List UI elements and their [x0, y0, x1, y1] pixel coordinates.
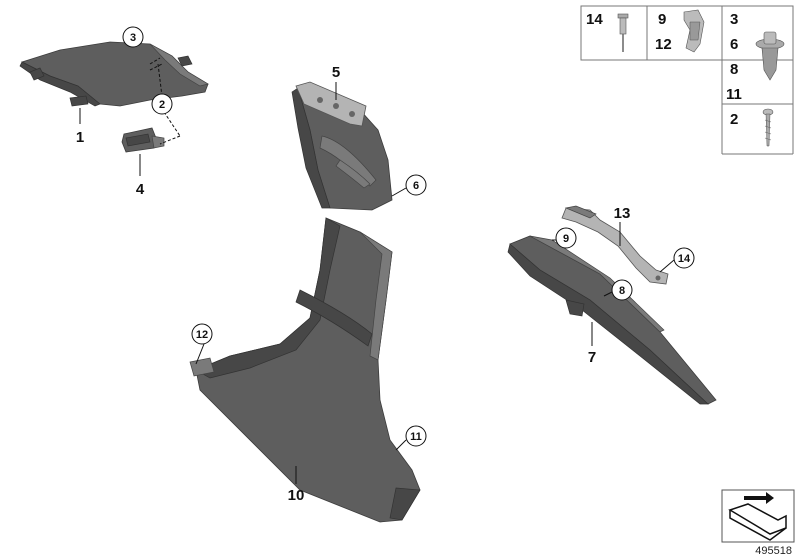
callout-8: 8: [611, 279, 633, 301]
view-direction-icon: [721, 489, 795, 543]
svg-text:11: 11: [410, 431, 422, 443]
svg-text:9: 9: [658, 11, 666, 28]
callout-6: 6: [405, 174, 427, 196]
table-cell-rivet: 14: [586, 11, 629, 52]
svg-text:14: 14: [678, 253, 691, 265]
part-10-pillar-lower-trim: [189, 217, 421, 523]
svg-text:3: 3: [130, 32, 136, 44]
spring-clip-icon: [683, 9, 705, 53]
fastener-table: 14 9 12 3 6 8 11: [580, 5, 794, 155]
svg-text:11: 11: [726, 86, 742, 103]
svg-text:8: 8: [730, 61, 738, 78]
reference-number: 495518: [755, 545, 792, 557]
callout-5: 5: [332, 64, 340, 81]
leader-lines: [79, 38, 675, 484]
part-13-bracket: [561, 205, 669, 285]
callout-7: 7: [588, 349, 596, 366]
table-cell-expanding-rivet: 3 6 8 11: [726, 11, 785, 103]
svg-text:8: 8: [619, 285, 625, 297]
part-4-clip: [121, 127, 165, 153]
callout-2: 2: [151, 93, 173, 115]
svg-text:12: 12: [196, 329, 208, 341]
svg-text:6: 6: [730, 36, 738, 53]
table-cell-clip: 9 12: [655, 9, 705, 53]
callout-11: 11: [405, 425, 427, 447]
part-6-pillar-upper-trim: [291, 81, 393, 211]
callout-13: 13: [614, 205, 631, 222]
callout-14: 14: [673, 247, 695, 269]
callout-10: 10: [288, 487, 305, 504]
callout-12: 12: [191, 323, 213, 345]
table-cell-screw: 2: [730, 108, 774, 147]
blind-rivet-icon: [617, 13, 629, 52]
callout-1: 1: [76, 129, 84, 146]
svg-text:2: 2: [159, 99, 165, 111]
svg-text:3: 3: [730, 11, 738, 28]
screw-icon: [762, 108, 774, 147]
svg-text:9: 9: [563, 233, 569, 245]
callout-4: 4: [136, 181, 145, 198]
expanding-rivet-icon: [755, 31, 785, 81]
svg-text:14: 14: [586, 11, 603, 28]
part-7-a-pillar-trim: [507, 235, 717, 405]
callout-3: 3: [122, 26, 144, 48]
callout-9: 9: [555, 227, 577, 249]
svg-text:12: 12: [655, 36, 672, 53]
svg-text:6: 6: [413, 180, 419, 192]
part-1-upper-trim-panel: [19, 41, 209, 107]
callout-labels: 3 2 1 4 5 6 12 11 10 9 8 7 13: [76, 26, 695, 504]
svg-text:2: 2: [730, 111, 738, 128]
